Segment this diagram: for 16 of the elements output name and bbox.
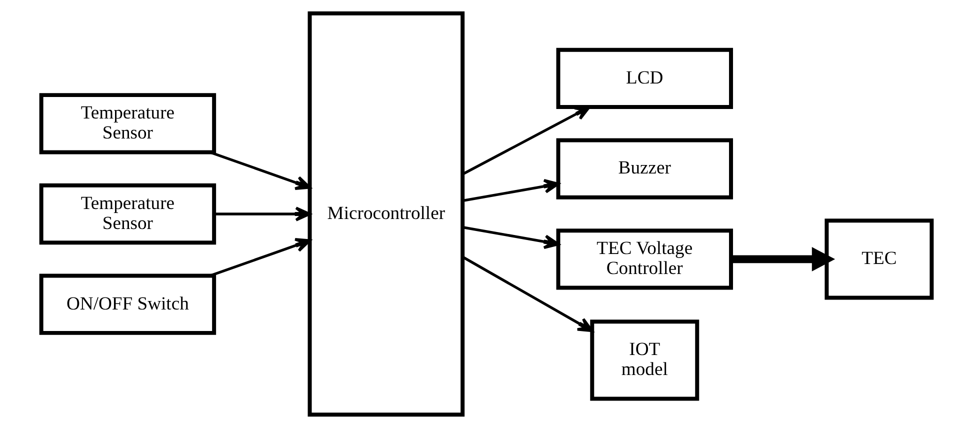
arrow (209, 238, 310, 278)
node-box: LCD (556, 48, 733, 110)
node-box: TEC Voltage Controller (556, 228, 733, 290)
node-box: TEC (824, 218, 934, 300)
node-box: Buzzer (556, 138, 733, 200)
node-box: IOT model (590, 320, 699, 401)
arrow (209, 150, 310, 190)
arrow (462, 226, 559, 250)
arrow (462, 256, 593, 332)
arrow (462, 178, 559, 202)
arrow (214, 206, 310, 222)
node-box: Microcontroller (307, 11, 464, 417)
node-box: Temperature Sensor (38, 93, 216, 154)
node-box: Temperature Sensor (38, 183, 216, 245)
arrow (731, 247, 835, 272)
node-box: ON/OFF Switch (38, 274, 216, 335)
